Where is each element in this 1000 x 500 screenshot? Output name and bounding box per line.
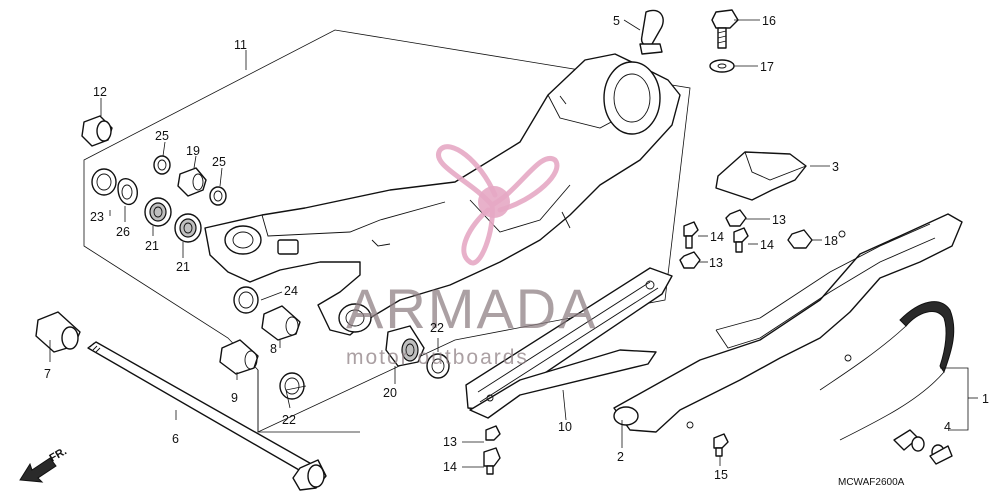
bolt-14-right	[733, 227, 749, 253]
nut-13-middle	[679, 251, 701, 269]
chain-slider-10	[465, 267, 673, 419]
collar-7	[35, 311, 81, 353]
swingarm	[204, 53, 681, 336]
chain-joint-4	[893, 429, 953, 465]
callout-20: 20	[383, 386, 397, 400]
collar-9	[219, 339, 259, 375]
seal-22-upper	[426, 353, 450, 379]
callout-19: 19	[186, 144, 200, 158]
callout-23: 23	[90, 210, 104, 224]
callout-14-lower: 14	[443, 460, 457, 474]
callout-16: 16	[762, 14, 776, 28]
callout-7: 7	[44, 367, 51, 381]
propeller-hub-icon	[478, 186, 510, 218]
chain-guard-3	[715, 151, 807, 201]
callout-3: 3	[832, 160, 839, 174]
bolt-12-lower	[483, 447, 501, 475]
callout-21-left: 21	[145, 239, 159, 253]
diagram-code: MCWAF2600A	[838, 477, 905, 488]
bolt-14-left	[683, 221, 699, 249]
callout-13-lower: 13	[443, 435, 457, 449]
bearing-21-left	[144, 197, 172, 227]
washer-17	[709, 59, 735, 73]
callout-17: 17	[760, 60, 774, 74]
seal-24	[233, 286, 259, 314]
callout-13-middle: 13	[709, 256, 723, 270]
dust-seal-25-left	[153, 155, 171, 175]
callout-22-lower: 22	[282, 413, 296, 427]
dust-seal-25-right	[209, 186, 227, 206]
callout-5: 5	[613, 14, 620, 28]
propeller-logo-icon	[435, 144, 560, 266]
callout-9: 9	[231, 391, 238, 405]
callout-11: 11	[234, 38, 247, 52]
drive-chain-1	[819, 301, 955, 441]
front-arrow-label: FR.	[48, 445, 69, 464]
bearing-21-right	[174, 213, 202, 243]
callout-15: 15	[714, 468, 728, 482]
front-direction-arrow: FR.	[19, 445, 69, 483]
leader-lines	[49, 19, 978, 468]
callout-12: 12	[93, 85, 107, 99]
hook-5	[639, 9, 664, 55]
callout-labels: 1 2 3 4 5 6 7 8 9 10 11 12 13 13 13 14 1…	[44, 14, 989, 488]
bolt-16	[711, 9, 739, 49]
callout-1: 1	[982, 392, 989, 406]
watermark-brand: ARMADA	[346, 277, 598, 340]
oil-seal-23	[91, 168, 117, 196]
callout-24: 24	[284, 284, 298, 298]
seal-22-lower	[279, 372, 305, 400]
bushing-12	[81, 115, 113, 147]
pivot-bolt-6	[87, 341, 327, 491]
collar-8	[261, 305, 301, 341]
callout-26: 26	[116, 225, 130, 239]
bolt-15	[713, 433, 729, 457]
bearing-group-frame	[257, 370, 360, 433]
callout-25-right: 25	[212, 155, 226, 169]
callout-4: 4	[944, 420, 951, 434]
bolt-13-lower	[485, 425, 501, 441]
callout-10: 10	[558, 420, 572, 434]
chain-case-2	[613, 213, 963, 433]
callout-22-upper: 22	[430, 321, 444, 335]
circlip-26	[117, 178, 138, 206]
bolt-18	[787, 229, 813, 249]
arrow-down-left-icon	[19, 457, 57, 483]
callout-25-left: 25	[155, 129, 169, 143]
assembly-frame	[83, 29, 691, 433]
callout-8: 8	[270, 342, 277, 356]
callout-2: 2	[617, 450, 624, 464]
watermark-tagline: motor outboards	[346, 346, 529, 369]
watermark-logo: ARMADA motor outboards	[346, 144, 598, 369]
nut-13-upper	[725, 209, 747, 227]
callout-21-right: 21	[176, 260, 190, 274]
callout-6: 6	[172, 432, 179, 446]
collar-19	[177, 167, 207, 197]
callout-14-left: 14	[710, 230, 724, 244]
needle-bearing-20	[385, 325, 425, 367]
callout-13-upper: 13	[772, 213, 786, 227]
callout-14-right: 14	[760, 238, 774, 252]
callout-18: 18	[824, 234, 838, 248]
